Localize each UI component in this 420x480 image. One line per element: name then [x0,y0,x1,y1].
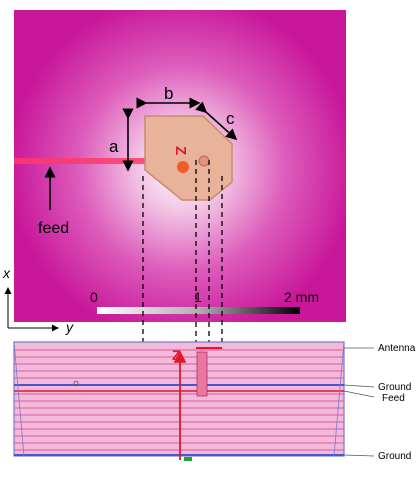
feed-label: feed [38,220,69,237]
scale-mid-label: 1 [194,289,202,305]
via-stub [196,351,208,397]
dim-b-label: b [164,84,173,103]
via-feed [198,155,210,167]
scale-bar [97,307,300,314]
x-axis-label: x [2,265,11,281]
layer-label-ground-1: Ground [378,382,411,393]
scale-start-label: 0 [90,289,98,305]
scale-end-label: 2 mm [284,289,319,305]
origin-marker [184,457,192,461]
layer-label-antenna: Antenna [378,343,416,354]
dim-a-label: a [109,137,119,156]
layer-label-ground-2: Ground [378,451,411,462]
dim-c-label: c [226,109,235,128]
via-center [177,161,189,173]
projection-lines [142,160,223,360]
y-axis-label: y [65,319,74,335]
center-z-label: Z [172,146,189,155]
side-z-label: Z [172,347,181,363]
layer-label-feed: Feed [382,393,405,404]
dim-c-arrow [195,101,238,141]
